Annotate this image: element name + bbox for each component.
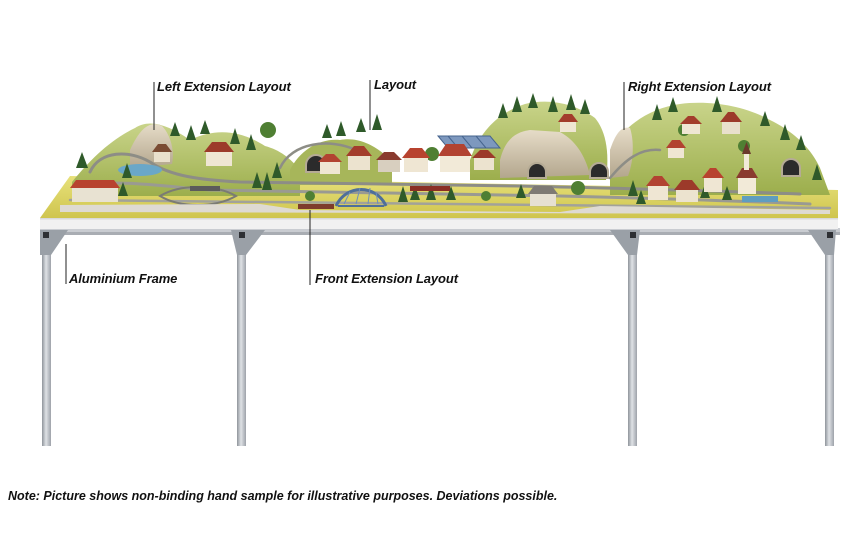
- label-aluminium-frame: Aluminium Frame: [69, 271, 178, 286]
- buildings: [70, 112, 758, 206]
- label-right-extension-layout: Right Extension Layout: [628, 79, 771, 94]
- disclaimer-note: Note: Picture shows non-binding hand sam…: [8, 489, 558, 503]
- frame-leg: [237, 232, 246, 446]
- label-layout: Layout: [374, 77, 417, 92]
- label-front-extension-layout: Front Extension Layout: [315, 271, 458, 286]
- leader-lines: [65, 80, 625, 285]
- trees: [76, 93, 822, 204]
- river: [742, 196, 778, 202]
- roads: [60, 204, 830, 214]
- aluminium-frame: [40, 228, 840, 446]
- trains: [190, 186, 450, 209]
- frame-leg: [42, 232, 51, 446]
- frame-leg: [825, 232, 834, 446]
- label-left-extension-layout: Left Extension Layout: [157, 79, 291, 94]
- frame-leg: [628, 232, 637, 446]
